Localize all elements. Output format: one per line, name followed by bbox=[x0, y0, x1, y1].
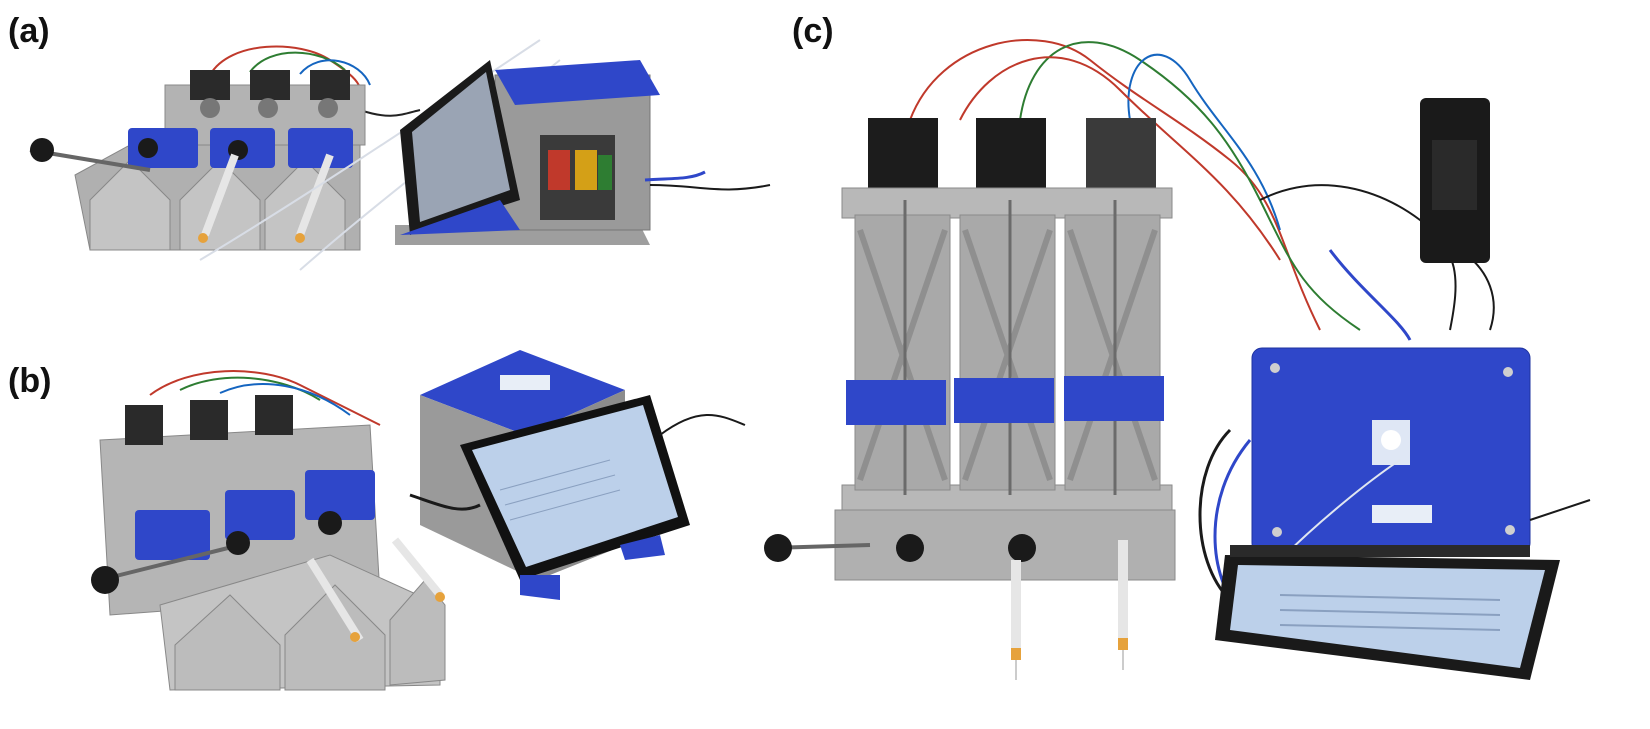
wire-bundle bbox=[909, 39, 1495, 612]
syringe-pump-array bbox=[91, 395, 446, 691]
controller-box bbox=[395, 60, 771, 245]
syringe-pump-array bbox=[764, 118, 1176, 680]
power-adapter bbox=[1420, 98, 1490, 263]
panel-label-c: (c) bbox=[792, 12, 834, 50]
touchscreen bbox=[1215, 499, 1591, 680]
controller-box bbox=[409, 350, 746, 600]
panel-a-photo bbox=[0, 0, 790, 290]
controller-box bbox=[1251, 347, 1531, 561]
panel-label-a: (a) bbox=[8, 12, 50, 50]
panel-label-b: (b) bbox=[8, 362, 52, 400]
panel-b-photo bbox=[0, 345, 790, 729]
panel-c-photo bbox=[760, 0, 1650, 729]
wire-bundle bbox=[149, 370, 381, 426]
